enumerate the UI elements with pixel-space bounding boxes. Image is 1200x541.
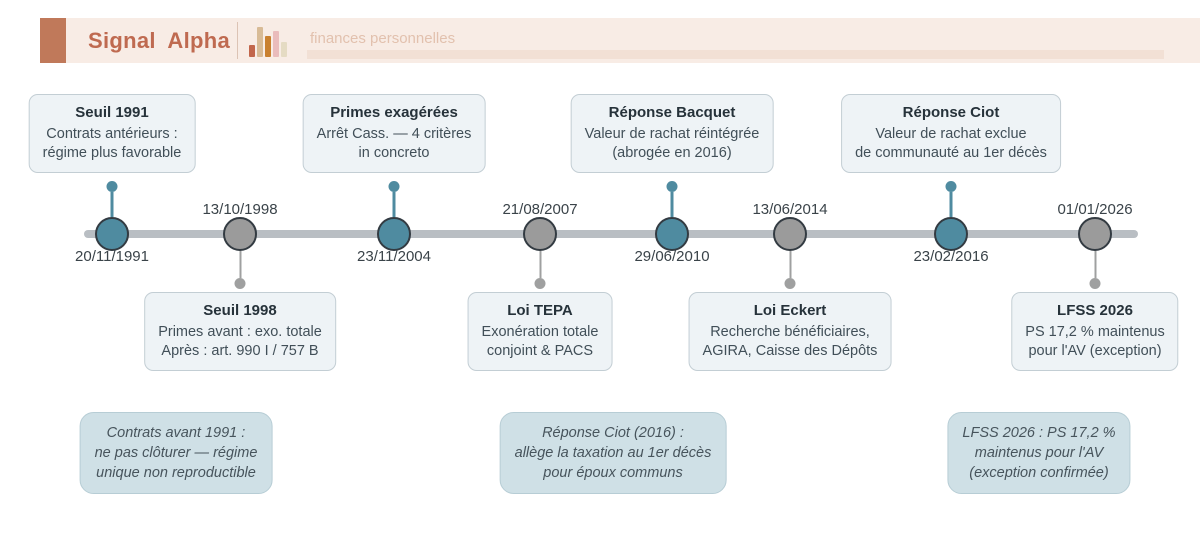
event-text: Contrats antérieurs : xyxy=(46,126,178,142)
event-text: Valeur de rachat réintégrée xyxy=(584,126,760,142)
connector-line xyxy=(534,251,546,289)
timeline-node xyxy=(1078,217,1112,251)
event-card: Loi Eckert Recherche bénéficiaires, AGIR… xyxy=(688,292,892,371)
bar-chart-icon xyxy=(249,27,287,57)
event-text: in concreto xyxy=(358,145,430,161)
header-divider xyxy=(237,22,238,59)
event-date: 23/11/2004 xyxy=(357,248,431,265)
event-text: Primes avant : exo. totale xyxy=(158,324,322,340)
footnote-text: LFSS 2026 : PS 17,2 % xyxy=(962,425,1116,441)
event-title: Réponse Ciot xyxy=(902,104,1000,121)
connector-line xyxy=(666,181,678,217)
event-text: Recherche bénéficiaires, xyxy=(710,324,870,340)
subtitle-underline xyxy=(307,50,1164,59)
header-subtitle: finances personnelles xyxy=(310,30,456,47)
footnote-box: Contrats avant 1991 : ne pas clôturer — … xyxy=(79,412,273,494)
footnote-text: Réponse Ciot (2016) : xyxy=(542,425,684,441)
event-title: Loi Eckert xyxy=(753,302,827,319)
timeline-bar xyxy=(84,230,1138,238)
connector-line xyxy=(106,181,118,217)
footnote-text: allège la taxation au 1er décès xyxy=(514,445,712,461)
event-date: 13/10/1998 xyxy=(202,201,278,218)
event-text: Après : art. 990 I / 757 B xyxy=(161,343,319,359)
footnote-text: ne pas clôturer — régime xyxy=(94,445,258,461)
event-title: LFSS 2026 xyxy=(1057,302,1133,319)
connector-line xyxy=(784,251,796,289)
footnote-box: Réponse Ciot (2016) : allège la taxation… xyxy=(499,412,727,494)
brand-mark xyxy=(40,18,66,63)
connector-line xyxy=(388,181,400,217)
event-text: conjoint & PACS xyxy=(486,343,594,359)
event-text: Valeur de rachat exclue xyxy=(875,126,1027,142)
timeline-node xyxy=(377,217,411,251)
event-text: pour l'AV (exception) xyxy=(1028,343,1162,359)
event-card: Loi TEPA Exonération totale conjoint & P… xyxy=(467,292,613,371)
footnote-text: pour époux communs xyxy=(543,465,683,481)
connector-line xyxy=(234,251,246,289)
timeline-node xyxy=(773,217,807,251)
app-header: Signal Alpha finances personnelles xyxy=(40,18,1200,63)
event-date: 29/06/2010 xyxy=(634,248,710,265)
event-title: Loi TEPA xyxy=(507,302,573,319)
event-card: Réponse Ciot Valeur de rachat exclue de … xyxy=(841,94,1061,173)
event-text: AGIRA, Caisse des Dépôts xyxy=(702,343,878,359)
timeline-node xyxy=(95,217,129,251)
event-text: (abrogée en 2016) xyxy=(612,145,732,161)
event-text: Arrêt Cass. — 4 critères xyxy=(316,126,472,142)
event-card: Primes exagérées Arrêt Cass. — 4 critère… xyxy=(302,94,486,173)
event-date: 21/08/2007 xyxy=(502,201,578,218)
connector-line xyxy=(1089,251,1101,289)
event-title: Seuil 1991 xyxy=(75,104,149,121)
footnote-text: Contrats avant 1991 : xyxy=(106,425,246,441)
event-title: Primes exagérées xyxy=(330,104,458,121)
event-card: LFSS 2026 PS 17,2 % maintenus pour l'AV … xyxy=(1011,292,1179,371)
footnote-text: maintenus pour l'AV xyxy=(974,445,1104,461)
footnote-text: (exception confirmée) xyxy=(969,465,1109,481)
event-card: Seuil 1991 Contrats antérieurs : régime … xyxy=(28,94,196,173)
footnote-text: unique non reproductible xyxy=(96,465,256,481)
event-card: Réponse Bacquet Valeur de rachat réintég… xyxy=(570,94,774,173)
event-card: Seuil 1998 Primes avant : exo. totale Ap… xyxy=(144,292,336,371)
event-date: 20/11/1991 xyxy=(75,248,149,265)
event-text: de communauté au 1er décès xyxy=(855,145,1047,161)
event-text: PS 17,2 % maintenus xyxy=(1025,324,1165,340)
event-text: Exonération totale xyxy=(481,324,599,340)
event-date: 01/01/2026 xyxy=(1057,201,1133,218)
timeline-node xyxy=(655,217,689,251)
footnote-box: LFSS 2026 : PS 17,2 % maintenus pour l'A… xyxy=(947,412,1131,494)
event-date: 13/06/2014 xyxy=(752,201,828,218)
brand-title: Signal Alpha xyxy=(88,27,231,53)
timeline-node xyxy=(223,217,257,251)
timeline-node xyxy=(934,217,968,251)
event-title: Seuil 1998 xyxy=(203,302,277,319)
event-text: régime plus favorable xyxy=(42,145,182,161)
timeline-node xyxy=(523,217,557,251)
event-date: 23/02/2016 xyxy=(913,248,989,265)
event-title: Réponse Bacquet xyxy=(608,104,736,121)
connector-line xyxy=(945,181,957,217)
